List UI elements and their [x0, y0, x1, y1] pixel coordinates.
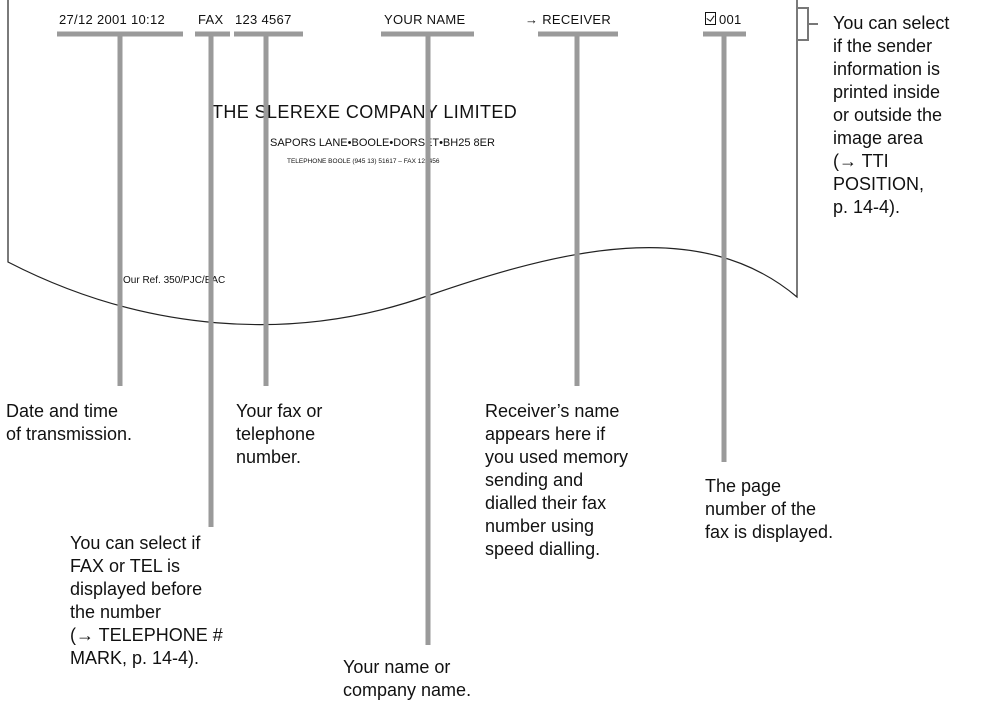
header-page: 001 [705, 12, 742, 27]
callout-tti-position: You can select if the sender information… [833, 13, 950, 217]
header-receiver: → RECEIVER [525, 12, 612, 27]
tti-bracket [798, 7, 818, 41]
letterhead-phone: TELEPHONE BOOLE (945 13) 51617 – FAX 123… [287, 158, 440, 165]
callout-page-number: The page number of the fax is displayed. [705, 476, 834, 542]
letterhead-reference: Our Ref. 350/PJC/EAC [123, 275, 226, 286]
callout-datetime: Date and time of transmission. [6, 401, 133, 444]
header-fax-number: 123 4567 [235, 12, 292, 27]
header-fax-mark: FAX [198, 12, 224, 27]
page-checkmark-icon [705, 12, 716, 25]
header-sender-name: YOUR NAME [384, 12, 466, 27]
callout-fax-mark: You can select if FAX or TEL is displaye… [70, 533, 223, 668]
callout-receiver: Receiver’s name appears here if you used… [485, 401, 629, 559]
header-page-number: 001 [719, 12, 742, 27]
header-datetime: 27/12 2001 10:12 [59, 12, 166, 27]
callout-fax-number: Your fax or telephone number. [236, 401, 323, 467]
letterhead-company: THE SLEREXE COMPANY LIMITED [212, 102, 518, 122]
letterhead-address: SAPORS LANE•BOOLE•DORSET•BH25 8ER [270, 137, 495, 149]
callout-name: Your name or company name. [343, 657, 472, 700]
